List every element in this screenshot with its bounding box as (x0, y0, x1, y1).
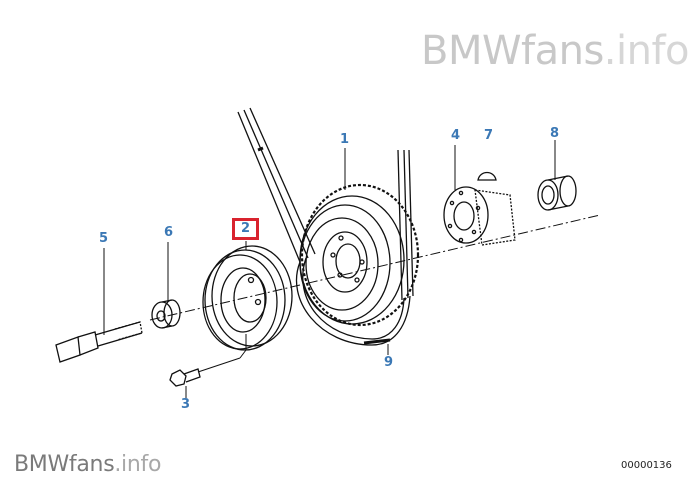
center-bolt (55, 321, 143, 363)
watermark-brand: BMWfans (14, 452, 115, 477)
callout-7[interactable]: 7 (484, 128, 494, 143)
callout-8[interactable]: 8 (550, 126, 560, 141)
hex-bolt (169, 334, 247, 387)
spacer-sleeve (537, 175, 577, 211)
watermark-bottom: BMWfans.info (14, 452, 161, 477)
leader-lines (103, 140, 556, 398)
callout-9[interactable]: 9 (384, 355, 394, 370)
watermark-brand: BMWfans (421, 28, 604, 74)
callout-1[interactable]: 1 (340, 132, 350, 147)
washer (151, 299, 181, 329)
callout-4[interactable]: 4 (451, 128, 461, 143)
callout-6[interactable]: 6 (164, 225, 174, 240)
vibration-damper (299, 183, 420, 327)
callout-3[interactable]: 3 (181, 397, 191, 412)
center-axis (149, 214, 601, 321)
woodruff-key (477, 171, 497, 181)
watermark-suffix: .info (114, 452, 162, 477)
timing-gear-hub (443, 186, 516, 246)
callout-5[interactable]: 5 (99, 231, 109, 246)
callout-2-selected[interactable]: 2 (232, 218, 260, 240)
document-number: 00000136 (621, 460, 672, 471)
belt-pulley (202, 245, 293, 351)
watermark-top: BMWfans.info (421, 28, 690, 74)
watermark-suffix: .info (603, 28, 690, 74)
